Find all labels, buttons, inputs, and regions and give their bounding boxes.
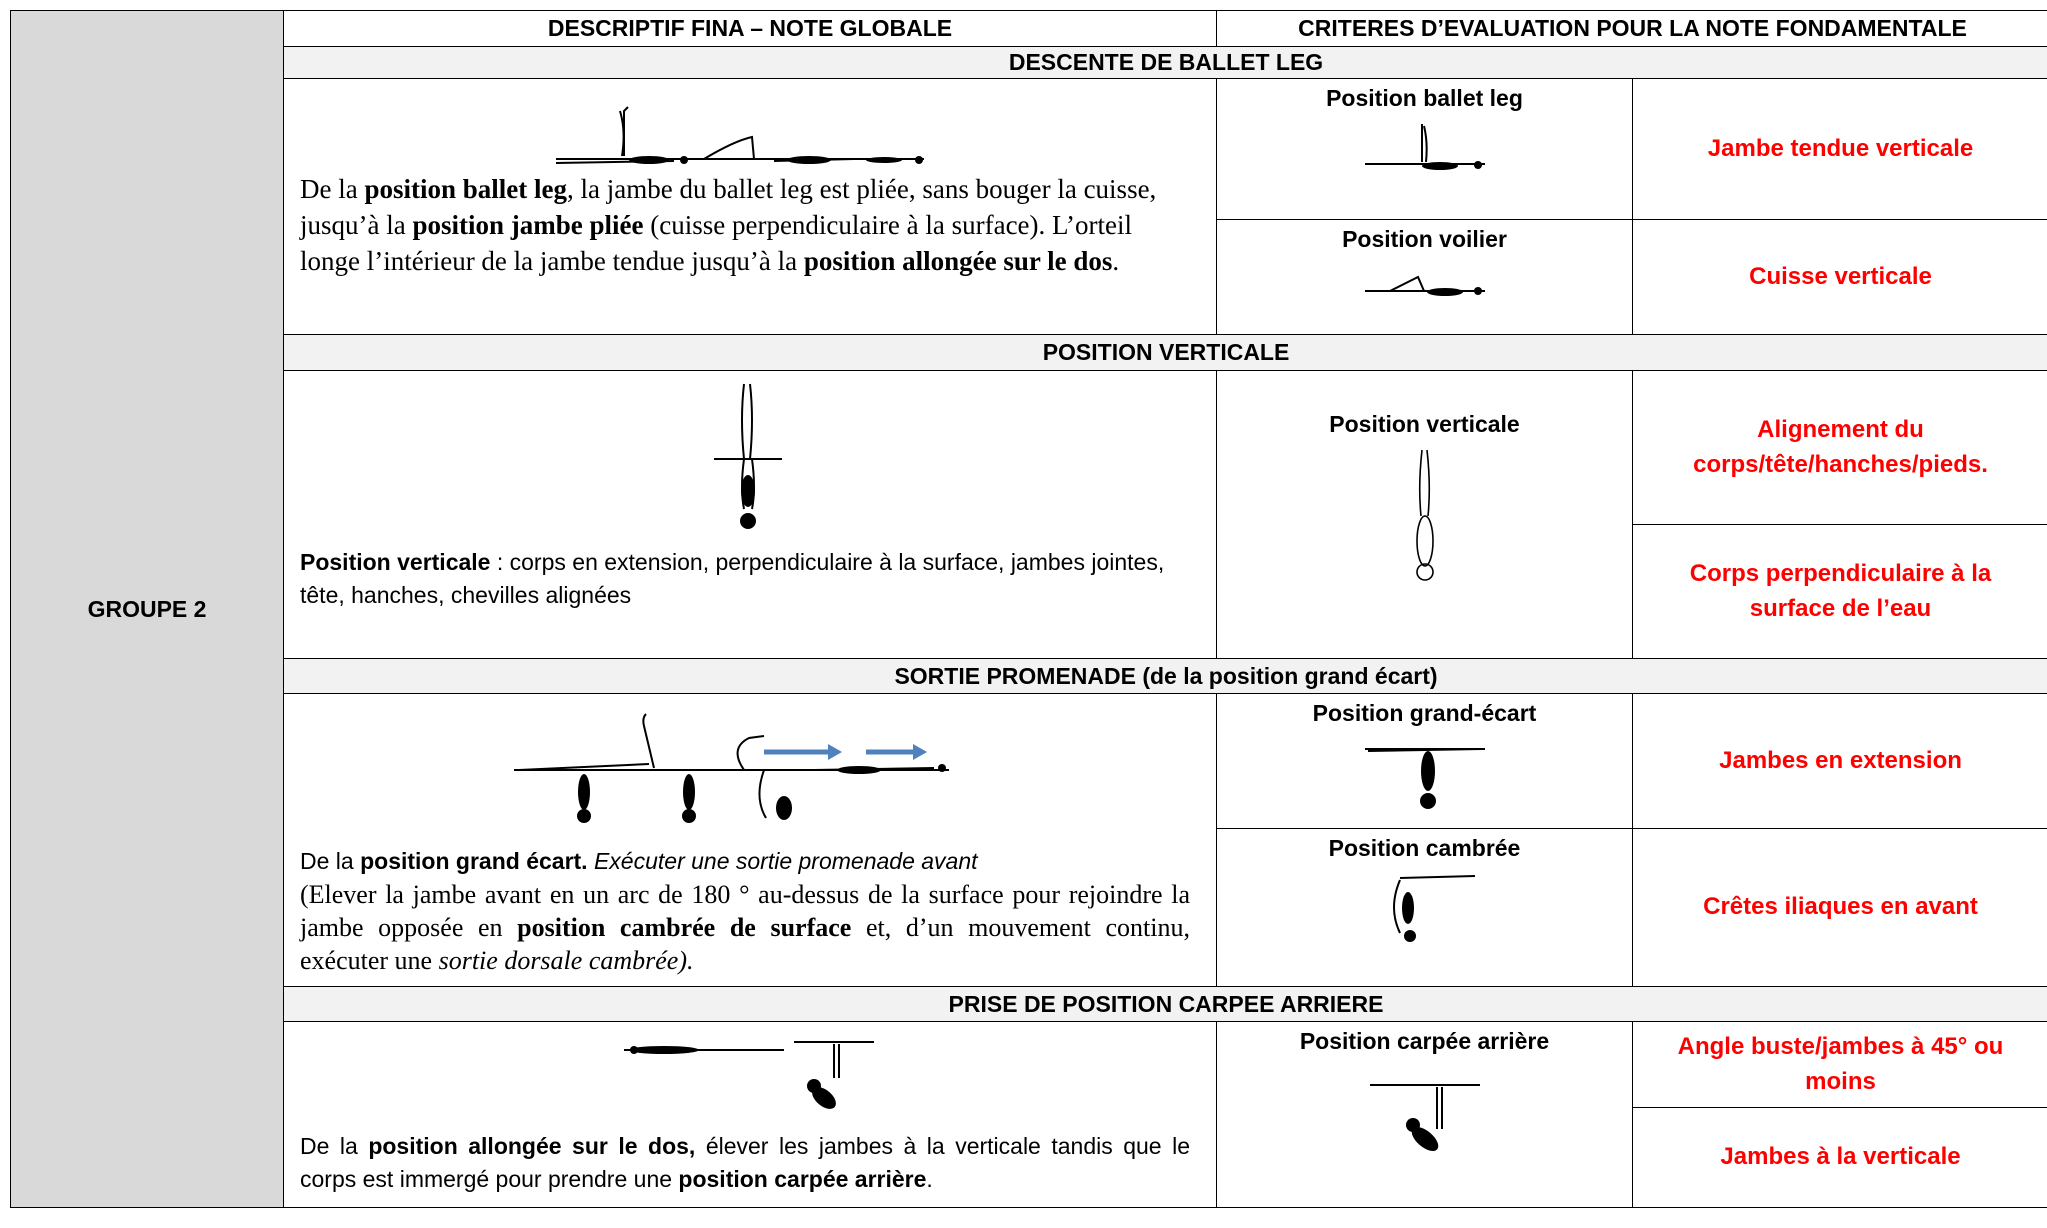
header-descriptif: DESCRIPTIF FINA – NOTE GLOBALE	[283, 10, 1217, 47]
ballet-leg-figure	[1217, 122, 1632, 182]
criterion-perpendiculaire: Corps perpendiculaire à la surface de l’…	[1631, 524, 2047, 659]
description-text: De la position ballet leg, la jambe du b…	[300, 174, 1157, 276]
group-cell: GROUPE 2	[10, 10, 284, 1208]
description-text: De la position allongée sur le dos, élev…	[300, 1133, 1191, 1193]
promenade-sequence-figure	[514, 708, 954, 828]
position-label: Position carpée arrière	[1299, 1028, 1550, 1054]
position-cell-ballet-leg: Position ballet leg	[1216, 78, 1633, 220]
position-cell-grand-ecart: Position grand-écart	[1216, 693, 1633, 829]
criterion-jambes-extension: Jambes en extension	[1631, 693, 2047, 829]
header-criteres: CRITERES D’EVALUATION POUR LA NOTE FONDA…	[1215, 10, 2047, 47]
description-text: Position verticale : corps en extension,…	[300, 549, 1165, 609]
description-verticale: Position verticale : corps en extension,…	[283, 370, 1217, 659]
position-label: Position cambrée	[1328, 835, 1521, 861]
description-text: De la position grand écart. Exécuter une…	[300, 848, 1191, 976]
carpee-arriere-figure	[1217, 1079, 1632, 1164]
criterion-cretes-iliaques: Crêtes iliaques en avant	[1631, 828, 2047, 987]
position-cell-voilier: Position voilier	[1216, 219, 1633, 335]
vertical-figure-small	[1217, 446, 1632, 586]
position-label: Position voilier	[1342, 226, 1507, 252]
criterion-alignement: Alignement du corps/tête/hanches/pieds.	[1631, 370, 2047, 525]
section-title-verticale: POSITION VERTICALE	[282, 334, 2047, 371]
criterion-jambe-tendue: Jambe tendue verticale	[1631, 78, 2047, 220]
position-label: Position grand-écart	[1312, 700, 1537, 726]
description-promenade: De la position grand écart. Exécuter une…	[283, 693, 1217, 987]
section-title-carpee: PRISE DE POSITION CARPEE ARRIERE	[282, 986, 2047, 1022]
description-descente: De la position ballet leg, la jambe du b…	[283, 78, 1217, 335]
position-cell-cambree: Position cambrée	[1216, 828, 1633, 987]
criterion-jambes-verticale: Jambes à la verticale	[1631, 1107, 2047, 1208]
group-label: GROUPE 2	[87, 595, 207, 622]
voilier-figure	[1217, 267, 1632, 307]
carpee-sequence-figure	[624, 1038, 884, 1133]
section-title-promenade: SORTIE PROMENADE (de la position grand é…	[282, 658, 2047, 694]
section-title-descente: DESCENTE DE BALLET LEG	[282, 46, 2047, 79]
vertical-position-figure	[714, 379, 784, 539]
position-label: Position verticale	[1329, 411, 1520, 437]
position-label: Position ballet leg	[1326, 85, 1523, 111]
description-carpee: De la position allongée sur le dos, élev…	[283, 1021, 1217, 1208]
cambree-figure	[1217, 868, 1632, 948]
ballet-leg-sequence-figure	[554, 101, 934, 171]
criterion-angle-buste: Angle buste/jambes à 45° ou moins	[1631, 1021, 2047, 1108]
criterion-cuisse-verticale: Cuisse verticale	[1631, 219, 2047, 335]
grand-ecart-figure	[1217, 741, 1632, 816]
position-cell-verticale: Position verticale	[1216, 370, 1633, 659]
evaluation-table: GROUPE 2 DESCRIPTIF FINA – NOTE GLOBALE …	[10, 10, 2047, 1208]
position-cell-carpee-arriere: Position carpée arrière	[1216, 1021, 1633, 1208]
